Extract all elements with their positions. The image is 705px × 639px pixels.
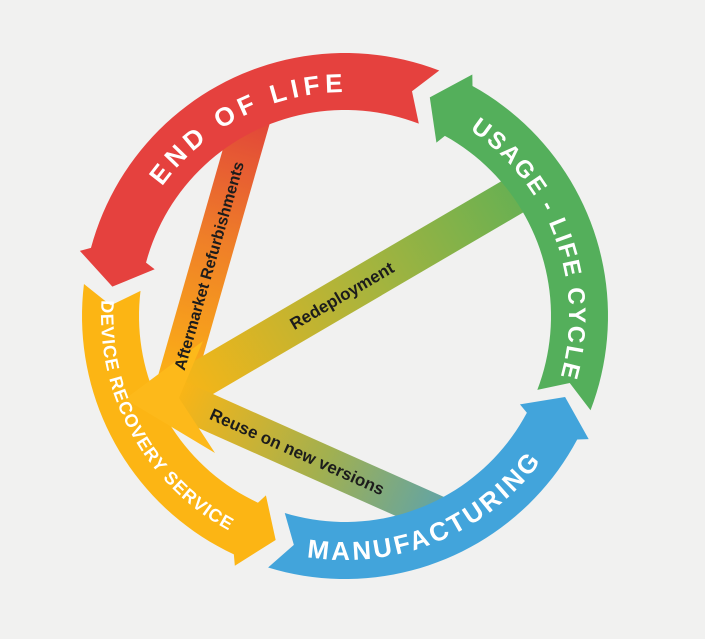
hub-arrowhead-icon — [125, 341, 215, 453]
flow-ribbons — [153, 100, 539, 540]
arc-manufacturing — [268, 396, 589, 579]
cycle-arcs — [79, 53, 608, 579]
flow-label-reuse-on-new-versions: Reuse on new versions — [207, 405, 387, 499]
flow-ribbon-aftermarket-refurbishments — [153, 100, 274, 402]
arc-usage-life-cycle — [429, 74, 608, 411]
flow-ribbon-redeployment — [162, 170, 539, 413]
flow-ribbon-reuse-on-new-versions — [164, 379, 465, 540]
arc-end-of-life — [79, 53, 440, 287]
arc-device-recovery-service — [82, 283, 276, 566]
flow-label-redeployment: Redeployment — [287, 258, 398, 334]
